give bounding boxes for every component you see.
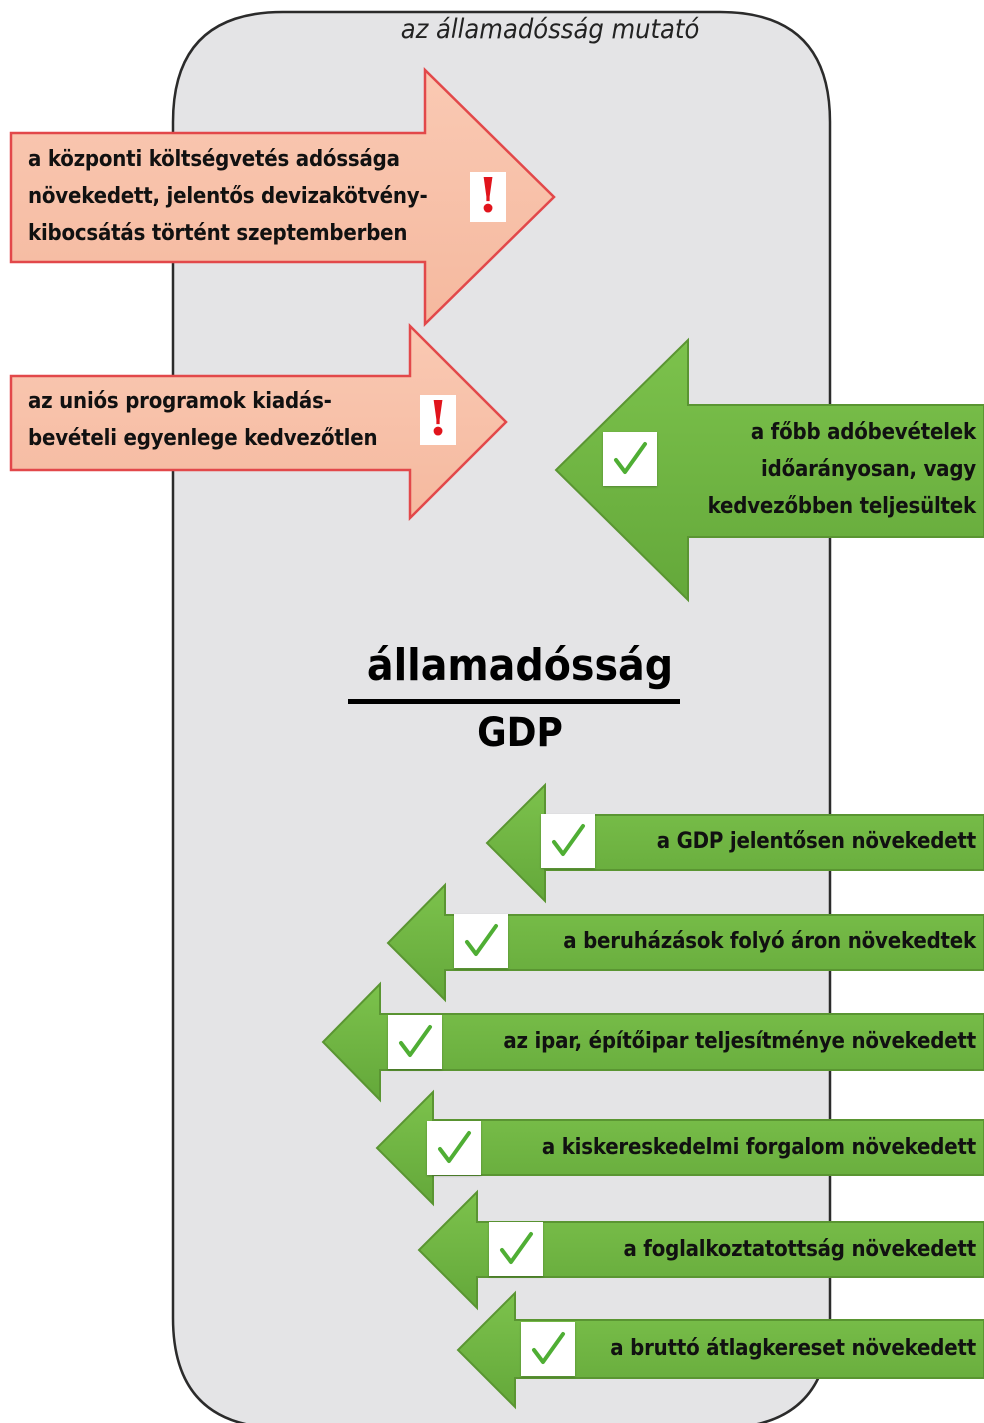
negative-factor-arrow-1 [9, 67, 556, 327]
negative-factor-2-line-2: bevételi egyenlege kedvezőtlen [28, 426, 378, 451]
positive-factor-arrow-7 [456, 1290, 984, 1410]
fraction-numerator: államadósság [366, 640, 674, 691]
checkmark-icon [489, 1222, 543, 1276]
negative-factor-2-line-1: az uniós programok kiadás- [28, 389, 332, 414]
checkmark-icon [603, 432, 657, 486]
positive-factor-label-3: a beruházások folyó áron növekedtek [563, 929, 976, 954]
negative-factor-1-line-2: növekedett, jelentős devizakötvény- [28, 184, 428, 209]
exclamation-icon: ! [470, 168, 506, 224]
negative-factor-label-2: az uniós programok kiadás- bevételi egye… [28, 383, 378, 457]
negative-factor-label-1: a központi költségvetés adóssága növeked… [28, 141, 428, 252]
positive-factor-label-1: a főbb adóbevételek időarányosan, vagy k… [707, 414, 977, 525]
positive-factor-arrow-4 [321, 981, 984, 1103]
checkmark-icon [521, 1322, 575, 1376]
positive-factor-label-2: a GDP jelentősen növekedett [656, 829, 976, 854]
positive-factor-label-6: a foglalkoztatottság növekedett [623, 1237, 976, 1262]
indicator-box-title: az államadósság mutató [400, 14, 700, 45]
negative-factor-1-line-1: a központi költségvetés adóssága [28, 147, 400, 172]
negative-factor-1-line-3: kibocsátás történt szeptemberben [28, 221, 408, 246]
positive-factor-arrow-6 [417, 1189, 984, 1311]
positive-factor-label-5: a kiskereskedelmi forgalom növekedett [541, 1135, 976, 1160]
checkmark-icon [454, 914, 508, 968]
positive-factor-arrow-3 [386, 882, 984, 1003]
positive-factor-label-4: az ipar, építőipar teljesítménye növeked… [503, 1029, 976, 1054]
checkmark-icon [427, 1121, 481, 1175]
positive-factor-1-line-1: a főbb adóbevételek [750, 420, 976, 445]
positive-factor-arrow-5 [375, 1089, 984, 1207]
fraction-bar [348, 699, 680, 704]
checkmark-icon [388, 1015, 442, 1069]
positive-factor-arrow-1 [554, 337, 984, 603]
fraction-denominator: GDP [477, 710, 563, 756]
negative-factor-arrow-2 [9, 322, 508, 522]
exclamation-icon: ! [420, 391, 456, 447]
positive-factor-1-line-3: kedvezőbben teljesültek [707, 494, 977, 519]
positive-factor-label-7: a bruttó átlagkereset növekedett [610, 1336, 976, 1361]
positive-factor-1-line-2: időarányosan, vagy [761, 457, 976, 482]
checkmark-icon [541, 814, 595, 868]
positive-factor-arrow-2 [485, 782, 984, 904]
